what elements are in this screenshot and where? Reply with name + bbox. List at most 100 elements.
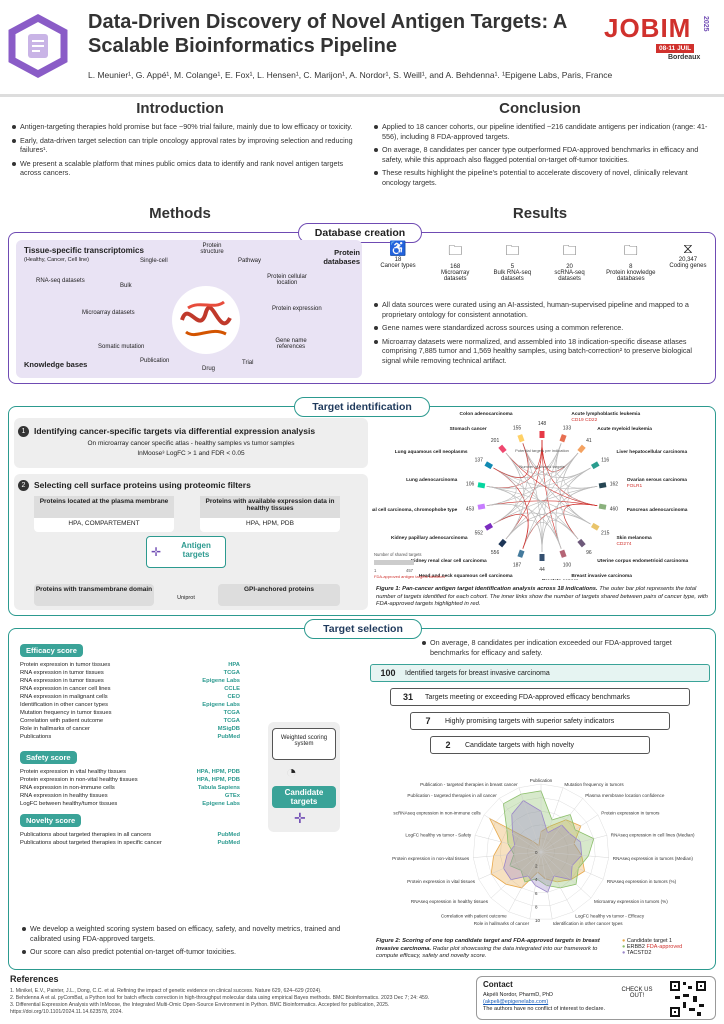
- database-item: All data sources were curated using an A…: [372, 300, 712, 319]
- legend-max: 457: [406, 568, 414, 573]
- radar-tick: 2: [535, 864, 538, 869]
- candidate-targets-box: Candidate targets: [272, 786, 336, 808]
- radar-tick: 8: [535, 904, 538, 909]
- radar-axis-label: Protein expression in vital tissues: [407, 879, 476, 884]
- filter-box: Proteins with transmembrane domain: [34, 584, 154, 606]
- protein-db-title: Protein databases: [323, 248, 360, 266]
- metric-source: Epigene Labs: [202, 678, 240, 684]
- target-icon: ✛: [151, 545, 162, 559]
- radar-axis: [540, 835, 607, 853]
- cohort-count: 453: [466, 507, 475, 513]
- radar-grid: [486, 797, 596, 906]
- funnel-text: Identified targets for breast invasive c…: [405, 669, 550, 677]
- legend-item: ● TACSTD2: [622, 950, 652, 956]
- radar-axis: [540, 787, 564, 853]
- contact-email[interactable]: (akpeli@epigenelabs.com): [483, 999, 549, 1005]
- fda-gene-label: TACSTD2 ERBB2: [571, 579, 610, 580]
- cohort-count: 100: [563, 563, 572, 569]
- radar-axis-label: LogFC healthy vs tumor - Efficacy: [575, 913, 645, 918]
- metric-label: RNA expression in cancer cell lines: [20, 686, 111, 692]
- efficacy-heading: Efficacy score: [20, 644, 83, 657]
- cohort-label: Acute lymphoblastic leukemia: [571, 411, 640, 417]
- uniprot-label: Uniprot: [177, 595, 195, 601]
- reference-item: 1. Minikel, E.V., Painter, J.L., Dong, C…: [10, 988, 322, 994]
- metric-source: Tabula Sapiens: [197, 785, 240, 791]
- antigen-targets-box: ✛ Antigen targets: [146, 536, 226, 568]
- cohort-count: 215: [601, 531, 610, 537]
- source-label: Protein structure: [200, 243, 224, 255]
- fda-gene-label: EGFR: [499, 579, 513, 580]
- novelty-row: Publications about targeted therapies in…: [20, 831, 240, 839]
- circos-chart: 148Recteum adenocarcinoma133Acute lympho…: [372, 410, 689, 580]
- target-identification-label: Target identification: [294, 397, 430, 417]
- cohort-bar: [598, 482, 607, 489]
- poster-title: Data-Driven Discovery of Novel Antigen T…: [88, 11, 567, 57]
- radar-axis-label: Plasma membrane location confidence: [585, 793, 665, 798]
- safety-row: Protein expression in vital healthy tiss…: [20, 768, 240, 776]
- metric-source: HPA, HPM, PDB: [196, 769, 240, 775]
- radar-axis: [508, 851, 542, 912]
- source-label: Gene name references: [275, 338, 307, 350]
- metric-label: Publications about targeted therapies in…: [20, 840, 162, 846]
- contact-heading: Contact: [483, 980, 513, 989]
- metric-label: RNA expression in non-immune cells: [20, 785, 115, 791]
- header-divider: [0, 94, 724, 97]
- source-label: RNA-seq datasets: [36, 278, 85, 284]
- metric-source: TCGA: [223, 718, 240, 724]
- cohort-label: Liver hepatocellular carcinoma: [616, 449, 687, 455]
- cohort-bar: [559, 549, 567, 558]
- logo-icon: [8, 14, 68, 78]
- radar-axis: [473, 851, 542, 858]
- cohort-count: 41: [586, 438, 592, 444]
- cohort-bar: [598, 503, 607, 510]
- filter-box: Proteins with available expression data …: [200, 496, 340, 532]
- radar-axis: [499, 798, 542, 853]
- protein-structure-icon: [172, 286, 240, 354]
- shared-link: [541, 520, 579, 553]
- metric-source: PubMed: [217, 840, 240, 846]
- step1-box: 1 Identifying cancer-specific targets vi…: [14, 418, 368, 468]
- filter-box: GPI-anchored proteins: [218, 584, 340, 606]
- cohort-count: 116: [601, 458, 609, 464]
- qr-code-icon[interactable]: [669, 980, 707, 1018]
- metric-source: HPA, HPM, PDB: [196, 777, 240, 783]
- source-label: Trial: [242, 360, 254, 366]
- scoring-graphic: Weighted scoring system ◔ Candidate targ…: [268, 722, 340, 832]
- selection-right-list: On average, 8 candidates per indication …: [420, 638, 710, 661]
- shared-link: [486, 467, 517, 507]
- metric-label: Publications: [20, 734, 52, 740]
- cohort-bar: [517, 549, 525, 558]
- conclusion-item: These results highlight the pipeline's p…: [372, 168, 717, 187]
- radar-axis: [478, 851, 542, 880]
- radar-axis: [540, 851, 609, 858]
- radar-axis-label: Protein expression in tumors: [601, 811, 660, 816]
- step-number: 2: [18, 480, 29, 491]
- folder-icon: 🗀: [505, 242, 520, 258]
- metric-label: RNA expression in malignant cells: [20, 694, 108, 700]
- epigene-logo: [6, 14, 70, 78]
- results-heading: Results: [512, 205, 568, 222]
- cohort-count: 155: [513, 425, 522, 431]
- legend-item: ● ERBB2 FDA-approved: [622, 944, 683, 950]
- source-label: Drug: [202, 366, 216, 372]
- radar-axis-label: Microarray expression in tumors (%): [594, 899, 668, 904]
- figure1-caption: Figure 1: Pan-cancer antigen target iden…: [376, 586, 708, 607]
- metric-source: PubMed: [217, 832, 240, 838]
- metric-source: GTEx: [224, 793, 240, 799]
- funnel-count: 100: [380, 668, 396, 678]
- radar-axis: [540, 798, 583, 853]
- legend-bar: [374, 560, 414, 565]
- metric-label: Role in hallmarks of cancer: [20, 726, 90, 732]
- center-note: Number of shared targets: [519, 464, 564, 469]
- radar-grid: [500, 810, 582, 893]
- radar-axis-label: Publication: [530, 778, 553, 783]
- radar-axis: [540, 851, 574, 912]
- radar-axis-label: Publication - targeted therapies in all …: [407, 793, 497, 798]
